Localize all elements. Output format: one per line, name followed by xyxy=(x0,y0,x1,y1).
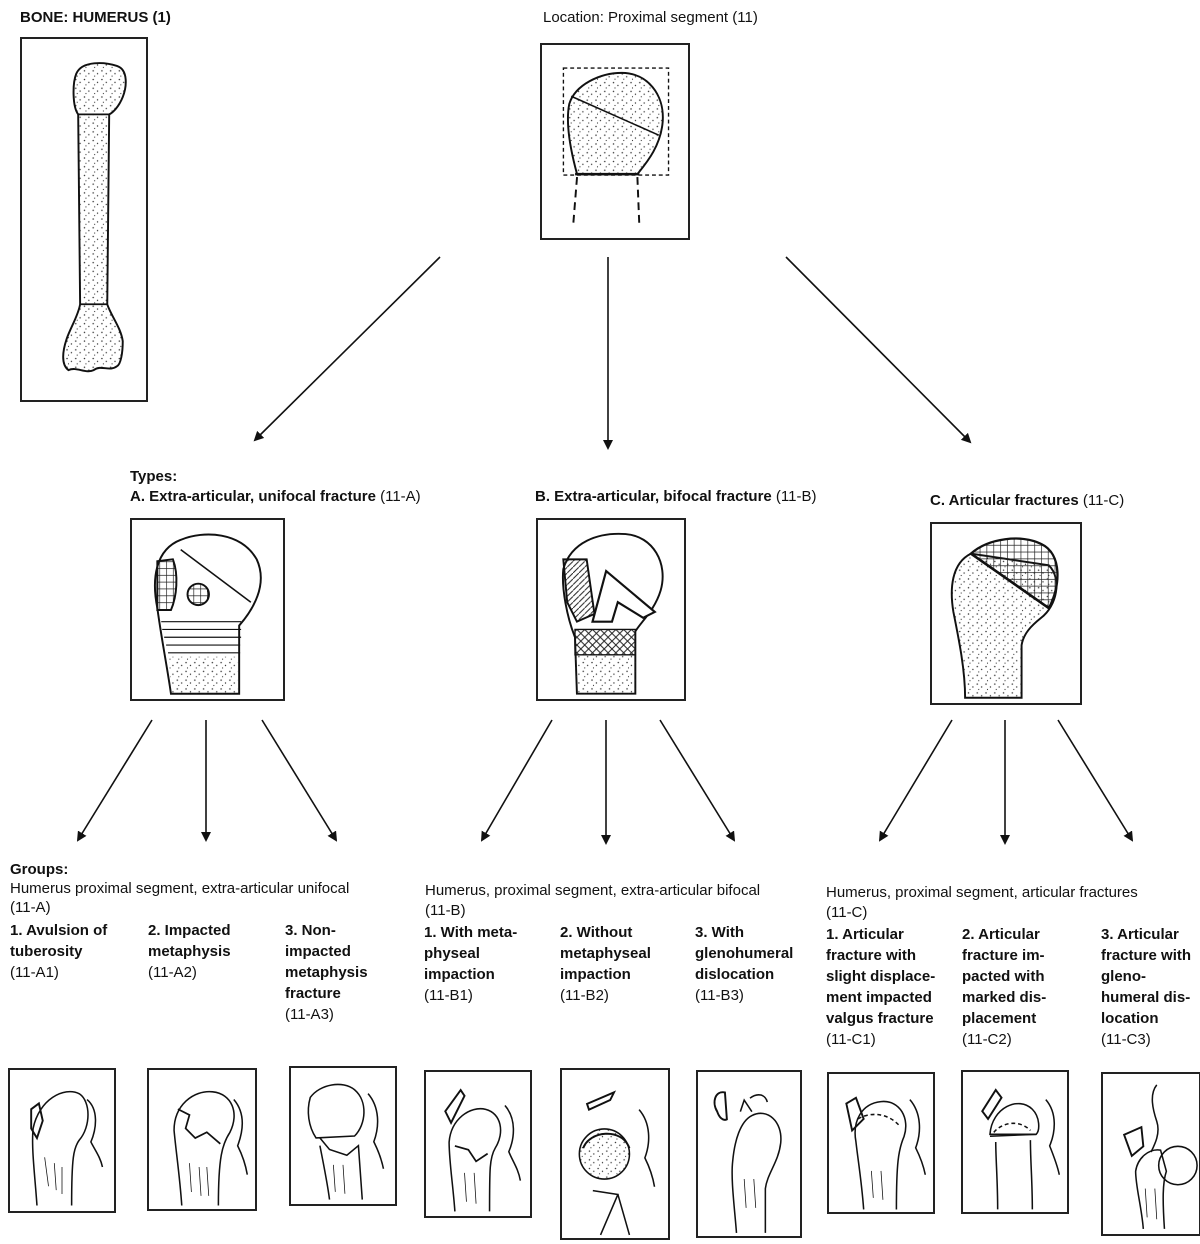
type-a-figure xyxy=(130,518,285,701)
type-a-code: (11-A) xyxy=(380,488,421,505)
group-b3-label: 3. With glenohumeral dislocation (11-B3) xyxy=(695,922,793,1006)
group-c3-label: 3. Articular fracture with gleno- humera… xyxy=(1101,924,1191,1050)
group-c2-code: (11-C2) xyxy=(962,1029,1046,1050)
group-a2-figure xyxy=(147,1068,257,1211)
group-a-code: (11-A) xyxy=(10,899,51,917)
group-b3-figure xyxy=(696,1070,802,1238)
type-c-figure xyxy=(930,522,1082,705)
humerus-whole-figure xyxy=(20,37,148,402)
group-a3-label: 3. Non- impacted metaphysis fracture (11… xyxy=(285,920,368,1025)
type-b-title: B. Extra-articular, bifocal fracture xyxy=(535,488,772,505)
group-b2-figure xyxy=(560,1068,670,1240)
type-b-code: (11-B) xyxy=(776,488,817,505)
group-a-desc: Humerus proximal segment, extra-articula… xyxy=(10,880,349,898)
group-a1-code: (11-A1) xyxy=(10,962,107,983)
group-b1-label: 1. With meta- physeal impaction (11-B1) xyxy=(424,922,517,1006)
arrow-to-c1 xyxy=(880,720,952,840)
group-b-code: (11-B) xyxy=(425,902,466,920)
group-a2-label: 2. Impacted metaphysis (11-A2) xyxy=(148,920,231,983)
group-c3-figure xyxy=(1101,1072,1200,1236)
groups-label: Groups: xyxy=(10,861,68,879)
arrow-to-type-a xyxy=(255,257,440,440)
arrow-to-c3 xyxy=(1058,720,1132,840)
group-c-code: (11-C) xyxy=(826,904,867,922)
group-a3-figure xyxy=(289,1066,397,1206)
arrow-to-type-c xyxy=(786,257,970,442)
group-c3-code: (11-C3) xyxy=(1101,1029,1191,1050)
type-c-heading: C. Articular fractures (11-C) xyxy=(930,492,1124,510)
group-c1-label: 1. Articular fracture with slight displa… xyxy=(826,924,935,1050)
group-c-desc: Humerus, proximal segment, articular fra… xyxy=(826,884,1138,902)
group-b1-figure xyxy=(424,1070,532,1218)
group-a3-code: (11-A3) xyxy=(285,1004,368,1025)
group-c2-figure xyxy=(961,1070,1069,1214)
arrow-to-a3 xyxy=(262,720,336,840)
type-a-title: A. Extra-articular, unifocal fracture xyxy=(130,488,376,505)
group-b2-label: 2. Without metaphyseal impaction (11-B2) xyxy=(560,922,651,1006)
group-c1-code: (11-C1) xyxy=(826,1029,935,1050)
type-c-code: (11-C) xyxy=(1083,492,1124,509)
location-label: Location: Proximal segment (11) xyxy=(543,9,758,27)
type-a-heading: A. Extra-articular, unifocal fracture (1… xyxy=(130,488,421,506)
type-b-figure xyxy=(536,518,686,701)
types-label: Types: xyxy=(130,468,177,486)
arrow-to-b1 xyxy=(482,720,552,840)
group-c2-label: 2. Articular fracture im- pacted with ma… xyxy=(962,924,1046,1050)
arrow-to-b3 xyxy=(660,720,734,840)
arrow-to-a1 xyxy=(78,720,152,840)
group-b2-code: (11-B2) xyxy=(560,985,651,1006)
group-a1-figure xyxy=(8,1068,116,1213)
group-b3-code: (11-B3) xyxy=(695,985,793,1006)
group-b-desc: Humerus, proximal segment, extra-articul… xyxy=(425,882,760,900)
group-b1-code: (11-B1) xyxy=(424,985,517,1006)
type-b-heading: B. Extra-articular, bifocal fracture (11… xyxy=(535,488,816,506)
group-a1-label: 1. Avulsion of tuberosity (11-A1) xyxy=(10,920,107,983)
proximal-segment-figure xyxy=(540,43,690,240)
type-c-title: C. Articular fractures xyxy=(930,492,1079,509)
group-a2-code: (11-A2) xyxy=(148,962,231,983)
group-c1-figure xyxy=(827,1072,935,1214)
bone-label: BONE: HUMERUS (1) xyxy=(20,9,171,27)
